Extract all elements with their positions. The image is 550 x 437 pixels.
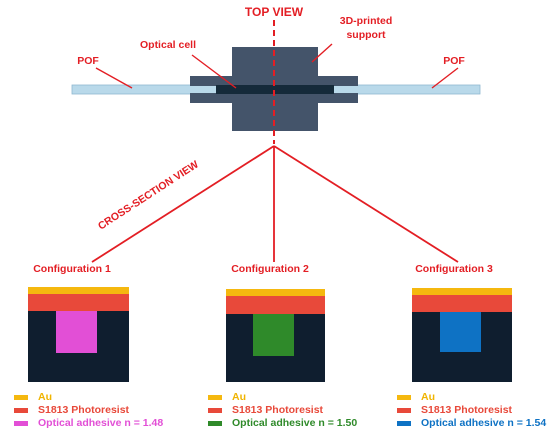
config-1-cross-section [28, 287, 129, 382]
adhesive-swatch [397, 420, 411, 426]
cross-section-label: CROSS-SECTION VIEW [96, 158, 201, 232]
adhesive-swatch [208, 420, 222, 426]
au-swatch [397, 394, 411, 400]
legend-photoresist: S1813 Photoresist [14, 404, 129, 416]
legend-photoresist-label: S1813 Photoresist [232, 404, 324, 416]
legend-photoresist-label: S1813 Photoresist [38, 404, 130, 416]
support-pointer [311, 43, 333, 63]
config-2-photoresist-layer [226, 296, 325, 314]
config-3-cross-section [412, 288, 512, 382]
optical-cell [216, 85, 334, 94]
config-2-au-layer [226, 289, 325, 296]
legend-adhesive: Optical adhesive n = 1.48 [14, 417, 163, 429]
legend-adhesive-label: Optical adhesive n = 1.48 [38, 417, 164, 429]
optical-cell-label: Optical cell [140, 39, 196, 51]
legend-adhesive: Optical adhesive n = 1.54 [397, 417, 546, 429]
legend-au-label: Au [232, 391, 246, 403]
pof-left-end [190, 86, 216, 93]
optical-cell-pointer [191, 54, 237, 89]
legend-adhesive: Optical adhesive n = 1.50 [208, 417, 357, 429]
legend-au-label: Au [421, 391, 435, 403]
legend-au: Au [397, 391, 435, 403]
photoresist-swatch [14, 407, 28, 413]
pof-left-pointer [95, 67, 133, 89]
config-3-adhesive-core [440, 312, 481, 352]
config-3-photoresist-layer [412, 295, 512, 312]
photoresist-swatch [208, 407, 222, 413]
legend-photoresist-label: S1813 Photoresist [421, 404, 513, 416]
legend-photoresist: S1813 Photoresist [208, 404, 323, 416]
pof-right-label: POF [443, 55, 465, 67]
legend-photoresist: S1813 Photoresist [397, 404, 512, 416]
support-label-line2: support [346, 29, 386, 41]
pof-left-label: POF [77, 55, 99, 67]
config-1-adhesive-core [56, 311, 97, 353]
config-2-cross-section [226, 289, 325, 382]
config-1-photoresist-layer [28, 294, 129, 311]
au-swatch [14, 394, 28, 400]
photoresist-swatch [397, 407, 411, 413]
adhesive-swatch [14, 420, 28, 426]
top-view-label: TOP VIEW [245, 5, 304, 19]
config-2-title: Configuration 2 [231, 263, 309, 275]
fan-line-3 [273, 145, 459, 263]
pof-right-pointer [431, 67, 459, 89]
support-label-line1: 3D-printed [340, 15, 393, 27]
pof-right-end [334, 86, 358, 93]
legend-au: Au [208, 391, 246, 403]
config-1-title: Configuration 1 [33, 263, 111, 275]
config-2-adhesive-core [253, 314, 294, 356]
config-3-title: Configuration 3 [415, 263, 493, 275]
legend-au-label: Au [38, 391, 52, 403]
legend-adhesive-label: Optical adhesive n = 1.54 [421, 417, 547, 429]
legend-au: Au [14, 391, 52, 403]
config-1-au-layer [28, 287, 129, 294]
legend-adhesive-label: Optical adhesive n = 1.50 [232, 417, 358, 429]
au-swatch [208, 394, 222, 400]
config-3-au-layer [412, 288, 512, 295]
fan-line-1 [91, 145, 275, 263]
